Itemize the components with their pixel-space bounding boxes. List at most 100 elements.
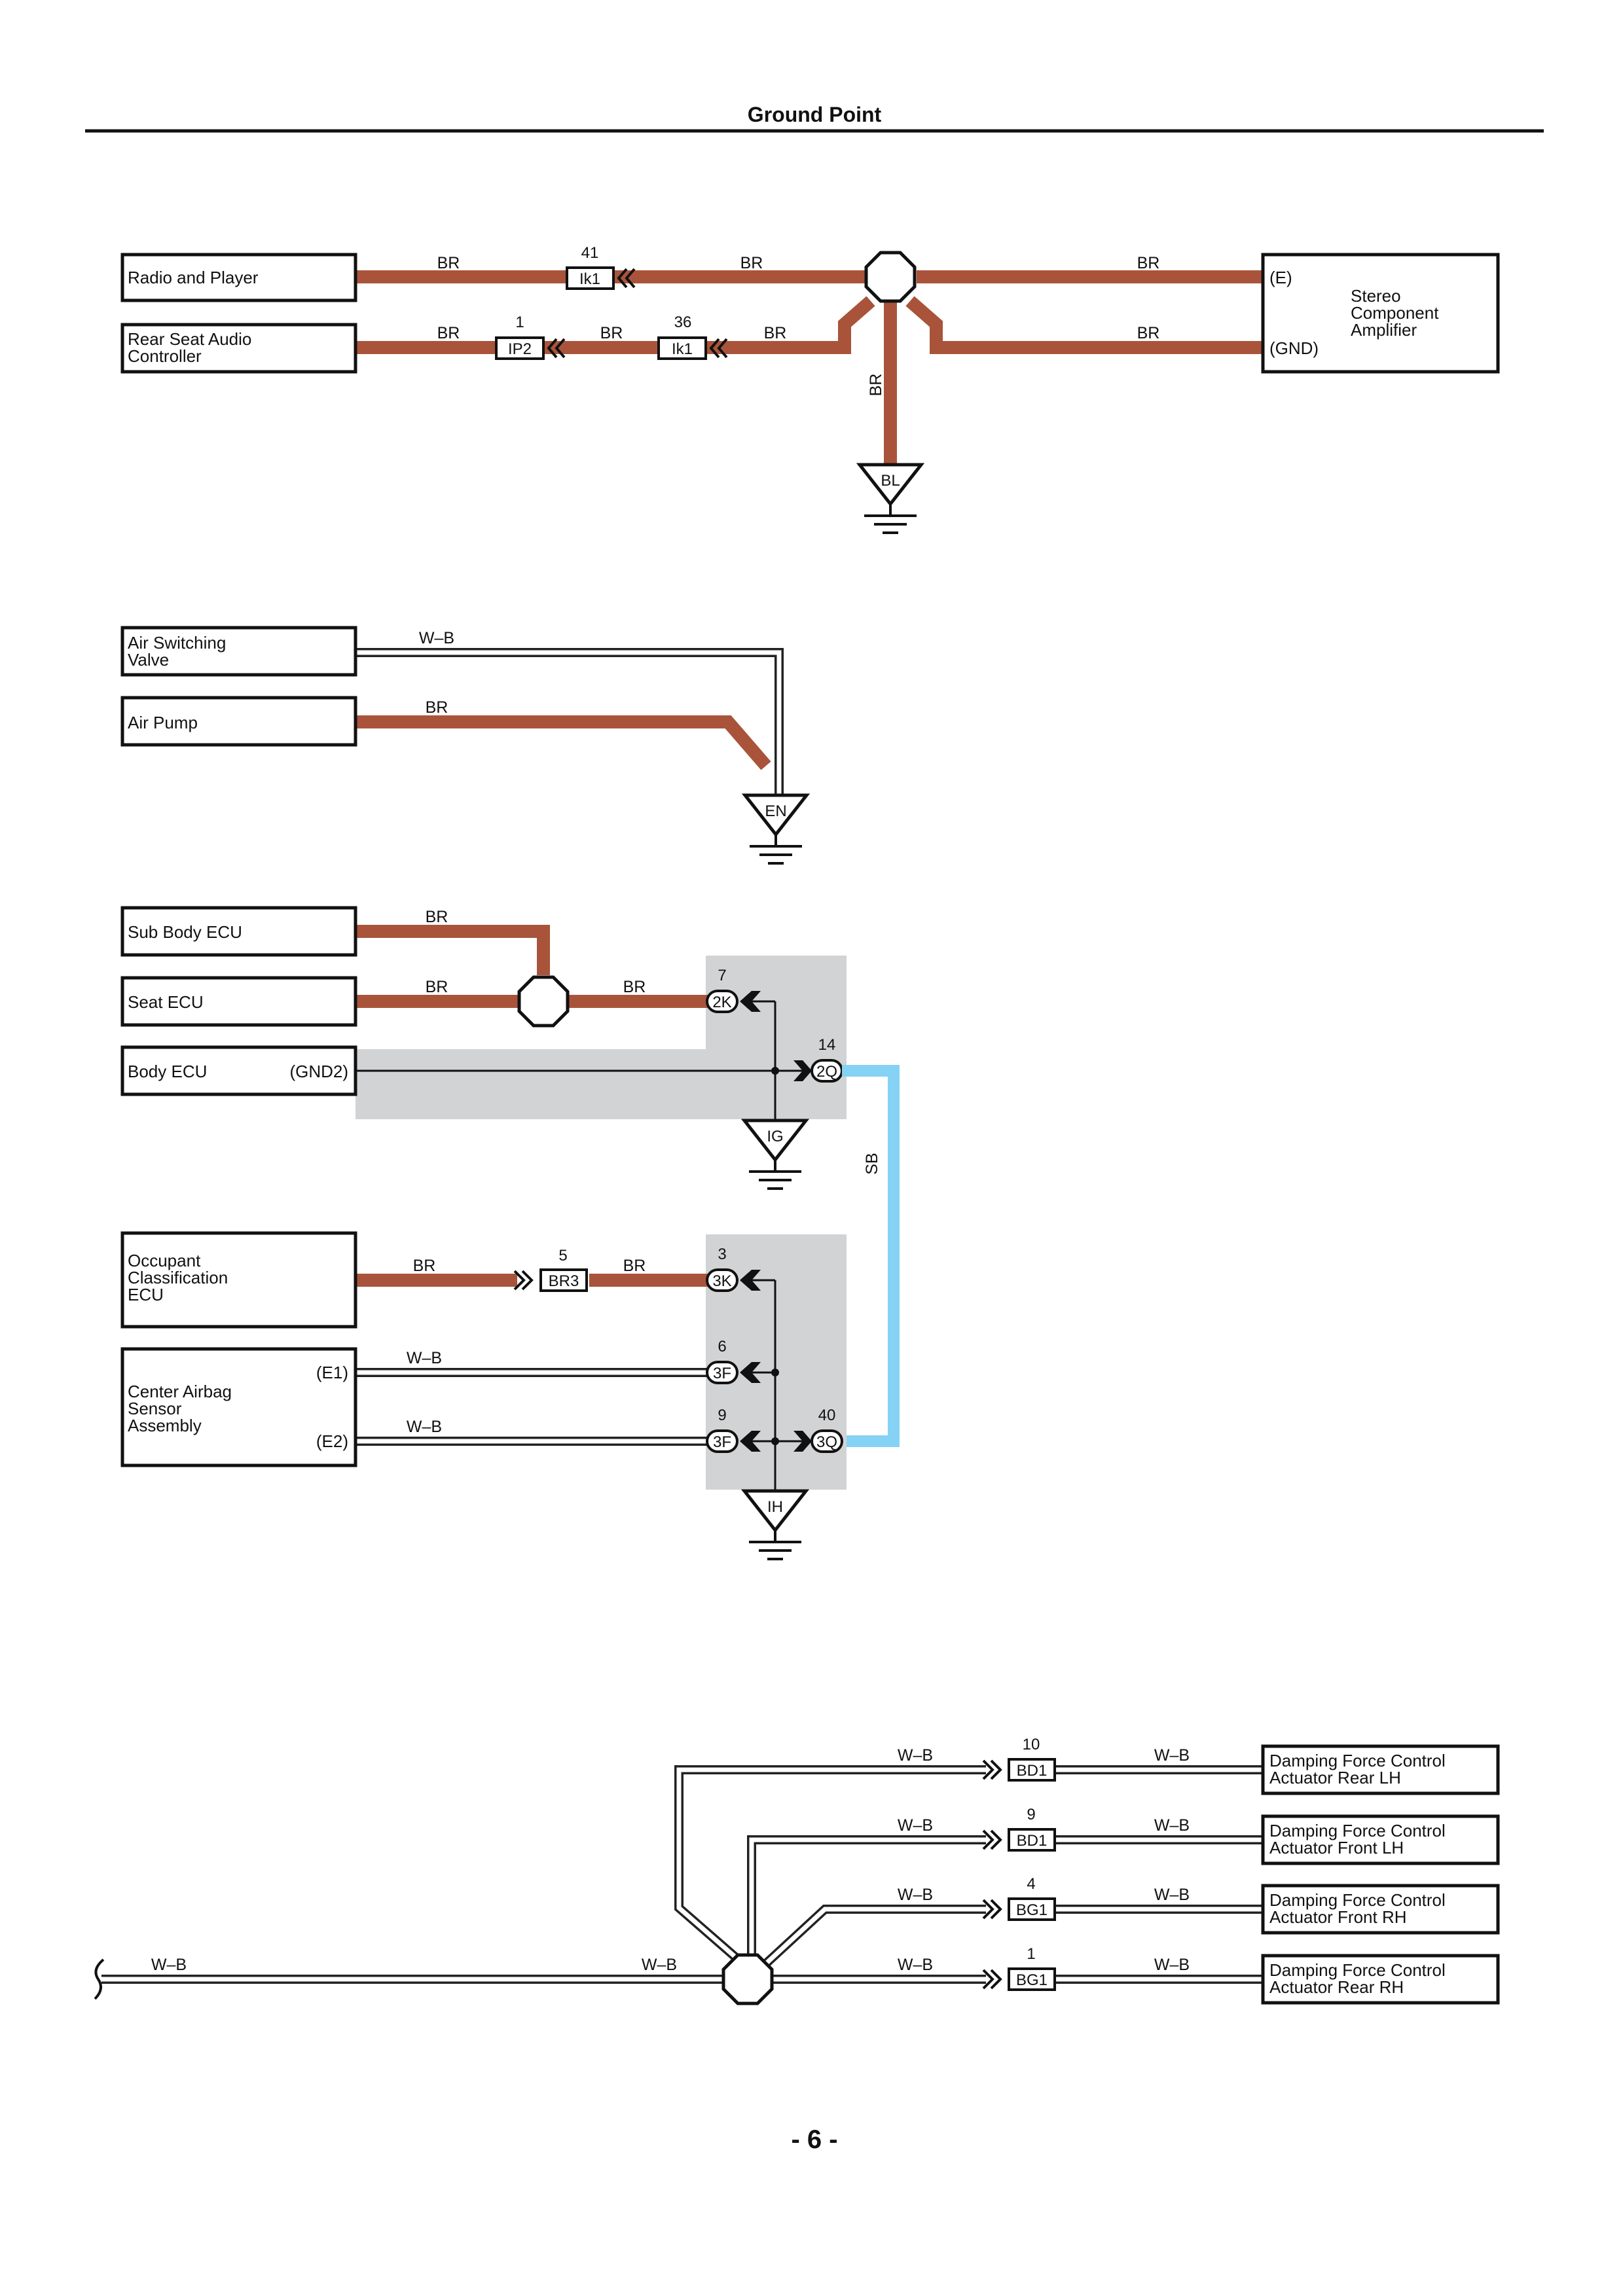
junction-dot	[771, 1369, 779, 1376]
svg-text:10: 10	[1023, 1736, 1040, 1753]
svg-text:3F: 3F	[713, 1433, 731, 1451]
svg-text:3Q: 3Q	[816, 1433, 837, 1451]
page-title: Ground Point	[748, 103, 882, 126]
wire-color-label: W–B	[1154, 1816, 1190, 1835]
wire-color-label: W–B	[419, 629, 454, 647]
section-ih: 5 BR3 3 3K 6 3F 9 3F 40 3Q	[120, 1231, 847, 1559]
wire-color-label: W–B	[1154, 1886, 1190, 1904]
wire-color-label: BR	[426, 908, 448, 926]
svg-text:BG1: BG1	[1016, 1901, 1048, 1919]
wire-br	[356, 715, 771, 770]
splice-point	[517, 975, 570, 1028]
junction-pin-2k: 7 2K	[706, 967, 761, 1013]
section-ig: 7 2K 14 2Q Sub Body ECU Seat ECU Body EC…	[120, 906, 847, 1189]
wire-color-label: BR	[426, 698, 448, 717]
junction-dot	[771, 1067, 779, 1075]
junction-pin-3f-a: 6 3F	[706, 1338, 761, 1384]
harness-break	[94, 1958, 105, 2000]
wire-color-label: SB	[863, 1153, 881, 1174]
seat-ecu-label: Seat ECU	[128, 992, 204, 1012]
wire-color-label: W–B	[898, 1746, 933, 1765]
wire-br	[356, 925, 550, 975]
svg-text:Ik1: Ik1	[672, 340, 693, 358]
stereo-pin-gnd: (GND)	[1269, 338, 1319, 358]
wire-color-label: W–B	[151, 1956, 187, 1974]
junction-pin-3f-b: 9 3F	[706, 1407, 761, 1453]
wire-br	[905, 296, 1263, 354]
svg-text:3F: 3F	[713, 1365, 731, 1382]
ground-ih: IH	[744, 1491, 806, 1559]
body-ecu-label: Body ECU	[128, 1062, 207, 1081]
air-pump-label: Air Pump	[128, 713, 198, 732]
wire-color-label: W–B	[407, 1349, 442, 1367]
svg-text:6: 6	[718, 1338, 726, 1355]
occupant-classification-ecu-box	[120, 1231, 357, 1329]
connector-bg1-b: 1 BG1	[982, 1945, 1056, 1991]
ground-bl: BL	[860, 465, 921, 533]
svg-text:IG: IG	[767, 1128, 783, 1145]
svg-text:5: 5	[558, 1247, 567, 1265]
seat-ecu-box	[120, 976, 357, 1027]
stereo-pin-e: (E)	[1269, 268, 1292, 287]
wire-color-label: W–B	[1154, 1746, 1190, 1765]
svg-text:9: 9	[1027, 1806, 1035, 1823]
svg-text:3: 3	[718, 1246, 726, 1263]
wire-wb	[674, 1765, 986, 1965]
wire-color-label: BR	[740, 254, 763, 272]
damping-rear-lh-box	[1261, 1744, 1500, 1795]
ground-ig: IG	[744, 1121, 806, 1189]
rear-seat-audio-controller-box	[120, 323, 357, 374]
wire-color-label: BR	[867, 374, 885, 397]
wire-br	[356, 296, 875, 354]
wire-color-label: BR	[437, 324, 460, 342]
svg-text:IP2: IP2	[508, 340, 532, 358]
connector-ip2: 1 IP2	[495, 314, 566, 360]
radio-and-player-label: Radio and Player	[128, 268, 259, 287]
wire-color-label: BR	[437, 254, 460, 272]
svg-text:EN: EN	[765, 802, 786, 820]
wire-color-label: W–B	[898, 1956, 933, 1974]
air-pump-box	[120, 696, 357, 747]
wire-wb	[747, 1835, 986, 1955]
connector-bd1-a: 10 BD1	[982, 1736, 1056, 1782]
stereo-component-amplifier-box	[1261, 253, 1500, 374]
svg-text:BD1: BD1	[1017, 1762, 1048, 1780]
sub-body-ecu-box	[120, 906, 357, 957]
svg-text:7: 7	[718, 967, 726, 984]
svg-text:BR3: BR3	[549, 1272, 579, 1290]
damping-rear-rh-box	[1261, 1954, 1500, 2005]
sub-body-ecu-label: Sub Body ECU	[128, 922, 242, 942]
junction-pin-3q: 40 3Q	[793, 1407, 843, 1453]
radio-and-player-box	[120, 253, 357, 302]
wire-color-label: BR	[623, 978, 646, 996]
svg-text:9: 9	[718, 1407, 726, 1424]
svg-text:IH: IH	[767, 1498, 783, 1516]
air-switching-valve-box	[120, 626, 357, 677]
svg-text:BG1: BG1	[1016, 1971, 1048, 1989]
connector-ik1-top: 41 Ik1	[566, 244, 636, 290]
damping-front-lh-box	[1261, 1814, 1500, 1865]
svg-text:2K: 2K	[712, 994, 731, 1011]
svg-text:Ik1: Ik1	[579, 270, 600, 288]
wire-color-label: BR	[426, 978, 448, 996]
wire-color-label: W–B	[898, 1886, 933, 1904]
wire-color-label: BR	[413, 1257, 436, 1275]
wire-color-label: W–B	[1154, 1956, 1190, 1974]
wire-color-label: W–B	[642, 1956, 677, 1974]
junction-pin-3k: 3 3K	[706, 1246, 761, 1292]
body-ecu-box	[120, 1045, 357, 1096]
wire-color-label: BR	[623, 1257, 646, 1275]
center-airbag-sensor-assembly-box	[120, 1347, 357, 1467]
wire-color-label: BR	[600, 324, 623, 342]
svg-text:BL: BL	[881, 472, 900, 490]
junction-dot	[771, 1437, 779, 1445]
svg-text:36: 36	[674, 314, 692, 331]
svg-text:1: 1	[515, 314, 524, 331]
